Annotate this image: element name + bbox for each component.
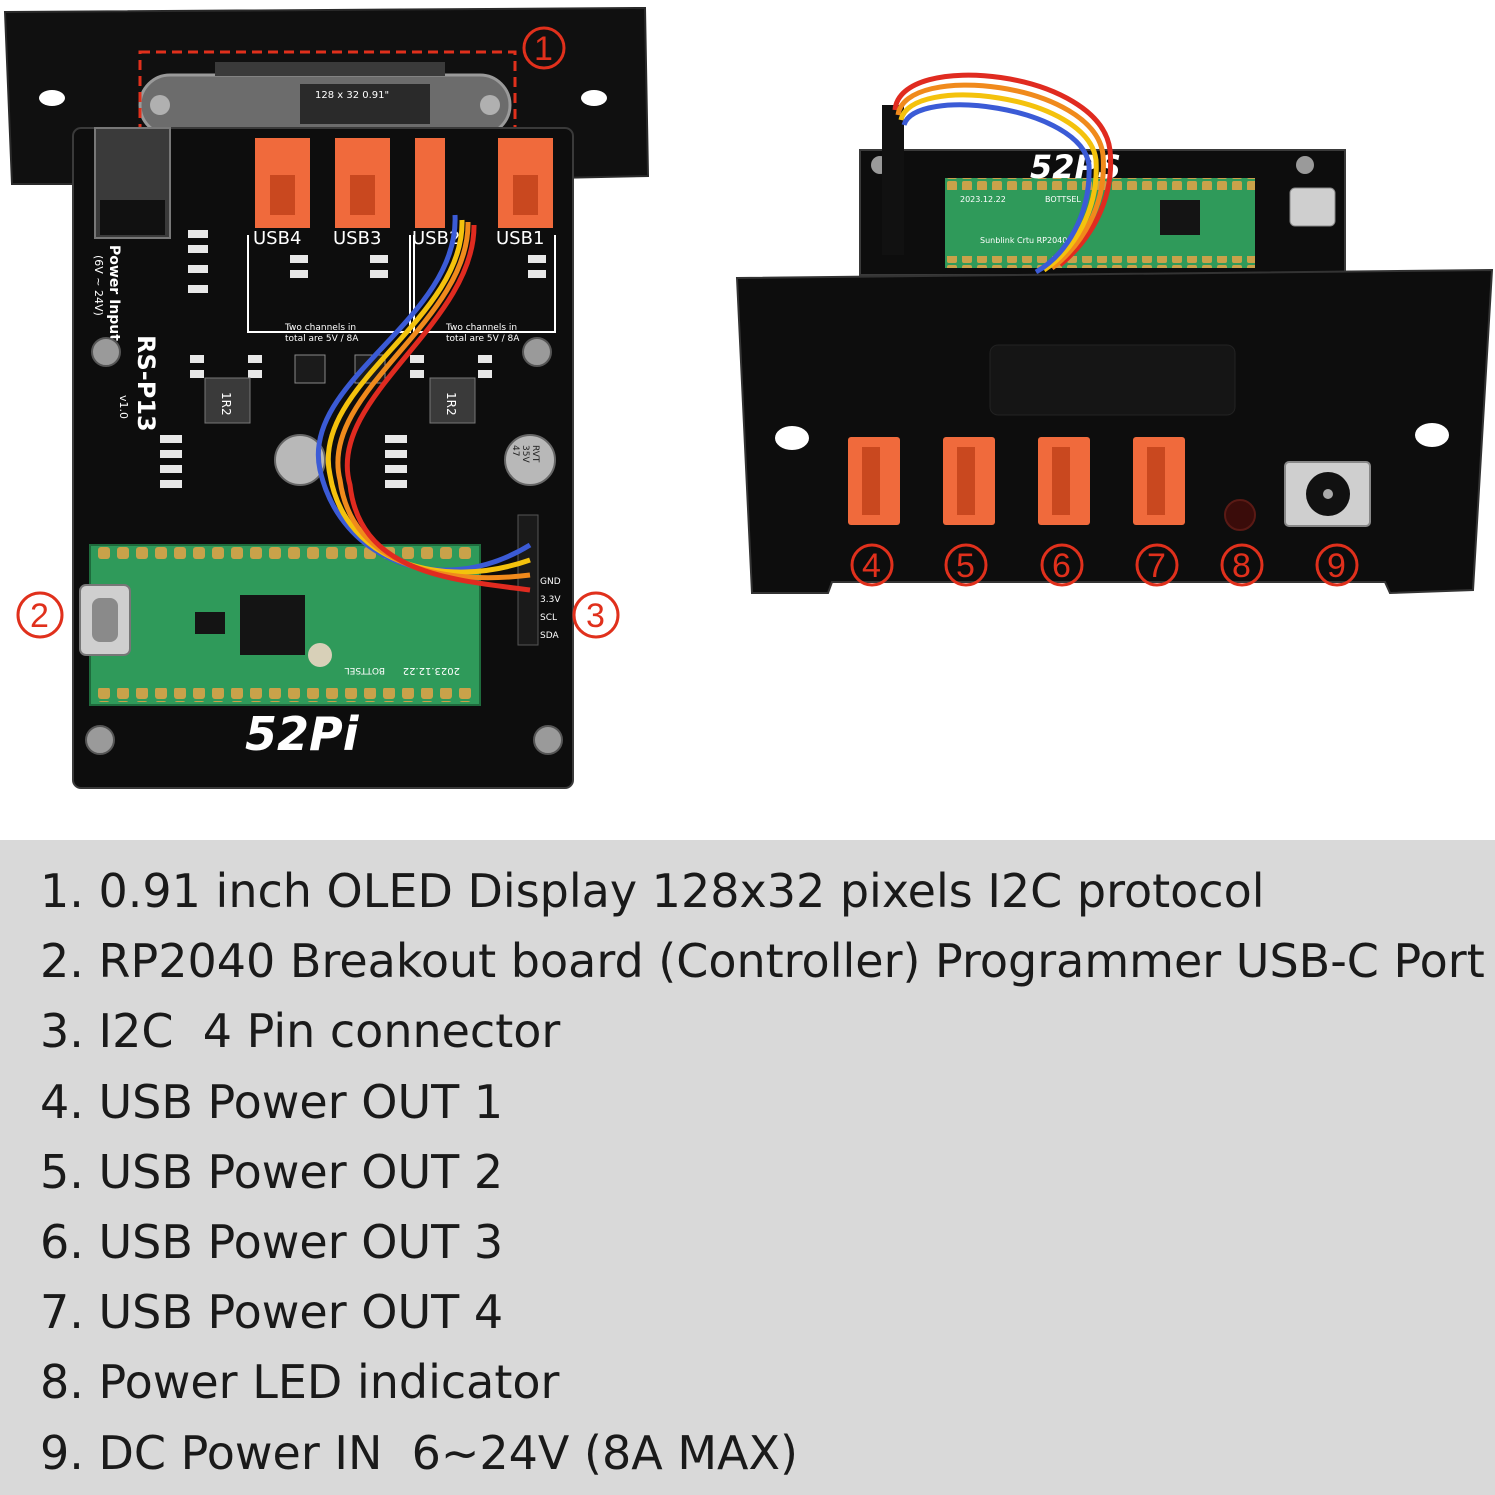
pico-pins-bottom xyxy=(92,688,478,702)
cap-label-3: RVT xyxy=(530,445,540,463)
i2c-wires-left xyxy=(315,214,532,593)
oled-label: 128 x 32 0.91" xyxy=(315,90,389,101)
feature-item-3: 3. I2C 4 Pin connector xyxy=(40,1004,561,1059)
feature-item-9: 9. DC Power IN 6~24V (8A MAX) xyxy=(40,1425,798,1480)
brand-logo-left: 52Pi xyxy=(245,707,360,761)
power-led xyxy=(1224,499,1256,531)
callout-3: 3 xyxy=(586,597,605,635)
cap-label-1: 47 xyxy=(510,445,520,456)
callout-1-box xyxy=(138,50,517,144)
i2c-pin-sda: SDA xyxy=(540,631,559,641)
callouts xyxy=(16,26,1359,639)
capacitor-left xyxy=(274,434,326,486)
model-label: RS-P13 xyxy=(132,335,160,432)
feature-item-4: 4. USB Power OUT 1 xyxy=(40,1074,504,1129)
callout-6: 6 xyxy=(1052,547,1071,585)
bracket-hole-left xyxy=(39,90,65,106)
product-illustration: 128 x 32 0.91" USB4 USB3 USB2 USB1 Two c… xyxy=(3,6,1494,789)
inductor-left-label: 1R2 xyxy=(219,392,233,416)
right-pico-date: 2023.12.22 xyxy=(960,195,1006,204)
usb-ports-top xyxy=(255,138,553,228)
capacitor-right xyxy=(504,434,556,486)
callout-7: 7 xyxy=(1147,547,1166,585)
callout-1: 1 xyxy=(534,30,553,68)
feature-item-5: 5. USB Power OUT 2 xyxy=(40,1144,504,1199)
pico-date-left: 2023.12.22 xyxy=(403,665,460,676)
i2c-pin-3v3: 3.3V xyxy=(540,595,561,605)
feature-item-8: 8. Power LED indicator xyxy=(40,1355,560,1410)
right-bracket xyxy=(735,268,1494,595)
channel-note-left-2: total are 5V / 8A xyxy=(285,334,359,344)
cap-label-2: 35V xyxy=(520,445,530,463)
i2c-header xyxy=(517,514,539,646)
channel-note-left-1: Two channels in xyxy=(284,323,356,333)
smd-components xyxy=(160,230,546,488)
usb2-label: USB2 xyxy=(412,228,460,249)
power-input-range: (6V ~ 24V) xyxy=(92,255,105,316)
callout-9: 9 xyxy=(1327,547,1346,585)
usb3-label: USB3 xyxy=(333,228,381,249)
usb1-label: USB1 xyxy=(496,228,544,249)
feature-item-2: 2. RP2040 Breakout board (Controller) Pr… xyxy=(40,934,1485,989)
screws-left xyxy=(85,337,563,755)
bracket-hole-right xyxy=(581,90,607,106)
pico-pins-top xyxy=(92,545,478,559)
feature-item-1: 1. 0.91 inch OLED Display 128x32 pixels … xyxy=(40,864,1265,918)
right-pico-silk: BOTTSEL xyxy=(1045,195,1081,204)
oled-window xyxy=(989,344,1236,416)
usb4-label: USB4 xyxy=(253,228,301,249)
power-input-label: Power Input xyxy=(106,245,122,341)
version-label: v1.0 xyxy=(117,395,130,419)
i2c-pin-gnd: GND xyxy=(540,577,561,587)
product-photo: 128 x 32 0.91" USB4 USB3 USB2 USB1 Two c… xyxy=(3,6,1494,789)
inductor-right xyxy=(429,377,476,424)
inductor-right-label: 1R2 xyxy=(444,392,458,416)
ic-chip-1 xyxy=(294,354,326,384)
feature-item-6: 6. USB Power OUT 3 xyxy=(40,1215,504,1270)
pico-silk-left: BOTTSEL xyxy=(345,665,385,675)
usb-ports-front xyxy=(848,437,1185,525)
channel-note-right-2: total are 5V / 8A xyxy=(446,334,520,344)
channel-note-right-1: Two channels in xyxy=(445,323,517,333)
callout-2: 2 xyxy=(30,597,49,635)
feature-caption-panel: 1. 0.91 inch OLED Display 128x32 pixels … xyxy=(0,840,1495,1495)
i2c-pin-scl: SCL xyxy=(540,613,557,623)
right-board: 52PS 2023.12.22 BOTTSEL Sunblink Crtu RP… xyxy=(735,72,1494,595)
feature-list: 1. 0.91 inch OLED Display 128x32 pixels … xyxy=(40,856,1485,1488)
callout-8: 8 xyxy=(1232,547,1251,585)
i2c-wires-right xyxy=(892,72,1114,275)
right-pico-name: Sunblink Crtu RP2040 xyxy=(980,236,1067,245)
callout-5: 5 xyxy=(956,547,975,585)
inductor-left xyxy=(204,377,251,424)
callout-4: 4 xyxy=(862,547,881,585)
rp2040-chip xyxy=(240,595,305,655)
feature-item-7: 7. USB Power OUT 4 xyxy=(40,1285,504,1340)
left-board: 128 x 32 0.91" USB4 USB3 USB2 USB1 Two c… xyxy=(3,6,650,789)
